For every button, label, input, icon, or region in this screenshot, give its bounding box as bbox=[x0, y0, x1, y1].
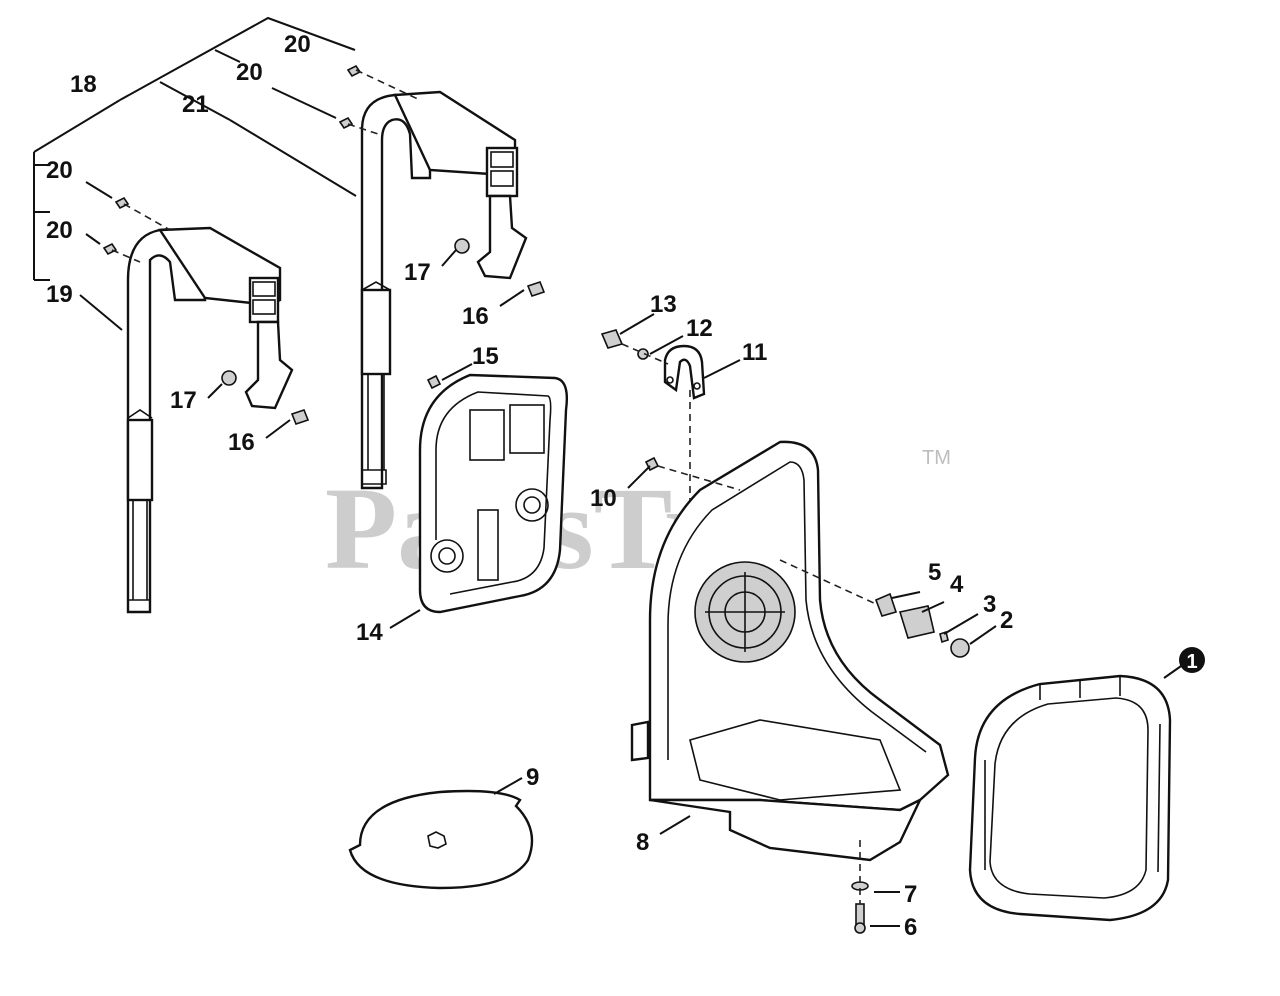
callout-17-left: 17 bbox=[170, 387, 197, 414]
callout-5: 5 bbox=[928, 559, 941, 586]
callout-4: 4 bbox=[950, 571, 964, 598]
callout-9: 9 bbox=[526, 764, 539, 791]
watermark-trademark: TM bbox=[922, 447, 951, 469]
callout-17-right: 17 bbox=[404, 259, 431, 286]
callout-12: 12 bbox=[686, 315, 713, 342]
leader-lines bbox=[85, 87, 1185, 927]
callout-1-badge bbox=[1179, 647, 1205, 673]
callout-13: 13 bbox=[650, 291, 677, 318]
callout-2: 2 bbox=[1000, 607, 1013, 634]
callout-20-second: 20 bbox=[236, 59, 263, 86]
callout-8: 8 bbox=[636, 829, 649, 856]
filter-disc bbox=[348, 789, 534, 890]
callout-14: 14 bbox=[356, 619, 383, 646]
back-cushion bbox=[418, 373, 569, 614]
callout-3: 3 bbox=[983, 591, 996, 618]
callout-18: 18 bbox=[70, 71, 97, 98]
callout-20-top: 20 bbox=[284, 31, 311, 58]
clamp-bracket bbox=[663, 344, 706, 400]
callout-19: 19 bbox=[46, 281, 73, 308]
assembly-lines bbox=[111, 69, 877, 904]
callout-7: 7 bbox=[904, 881, 917, 908]
right-shoulder-strap bbox=[360, 90, 528, 490]
callout-16-right: 16 bbox=[462, 303, 489, 330]
callout-21: 21 bbox=[182, 91, 209, 118]
callout-11: 11 bbox=[742, 339, 767, 366]
outer-frame bbox=[968, 674, 1172, 922]
callout-10: 10 bbox=[590, 485, 617, 512]
back-frame bbox=[630, 440, 950, 862]
callout-20-third: 20 bbox=[46, 157, 73, 184]
fasteners bbox=[102, 64, 970, 934]
callout-1: 1 bbox=[1186, 651, 1197, 673]
callout-16-left: 16 bbox=[228, 429, 255, 456]
strap-bracket-lines bbox=[33, 16, 357, 331]
callout-15: 15 bbox=[472, 343, 499, 370]
callout-6: 6 bbox=[904, 914, 917, 941]
callout-20-fourth: 20 bbox=[46, 217, 73, 244]
callouts: 1 2 3 4 5 6 7 8 9 10 11 12 13 14 15 16 1… bbox=[46, 31, 1205, 941]
left-shoulder-strap bbox=[126, 226, 294, 614]
